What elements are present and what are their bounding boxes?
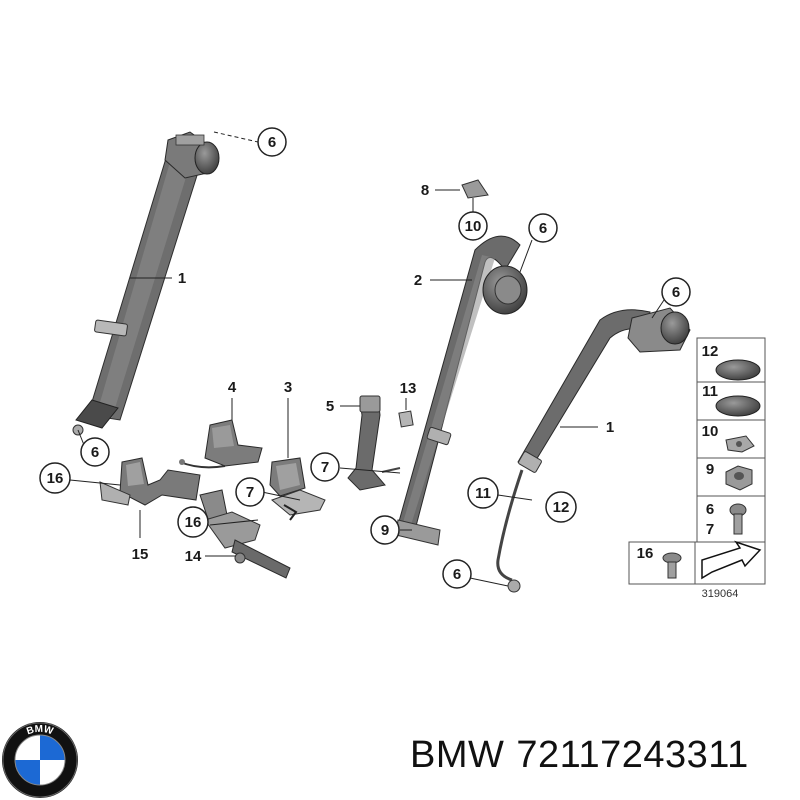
callout-3: 3 <box>284 379 292 396</box>
retractor-top-left <box>164 131 220 179</box>
callout-12: 12 <box>553 499 570 516</box>
belt-1-right <box>496 307 691 593</box>
callout-9: 9 <box>381 522 389 539</box>
bracket-8 <box>461 179 489 199</box>
callout-13: 13 <box>400 380 417 397</box>
logo-letters: BMW <box>25 724 55 738</box>
legend-label-11: 11 <box>702 383 718 400</box>
svg-text:BMW: BMW <box>25 724 55 738</box>
bolt-13 <box>398 410 414 428</box>
callout-5: 5 <box>326 398 334 415</box>
callout-2: 2 <box>414 272 422 289</box>
fastener-legend: 12 11 10 9 6 7 16 <box>628 337 766 585</box>
leader-lines <box>69 131 665 587</box>
belt-1-left <box>72 144 206 436</box>
callout-10: 10 <box>465 218 482 235</box>
legend-label-9: 9 <box>706 461 714 478</box>
legend-label-16: 16 <box>637 545 654 562</box>
legend-label-12: 12 <box>702 343 719 360</box>
legend-label-6: 6 <box>706 501 714 518</box>
callout-6: 6 <box>91 444 99 461</box>
arrow-icon <box>701 540 762 580</box>
buckle-4 <box>179 419 263 469</box>
strap-5 <box>347 395 401 491</box>
callout-6: 6 <box>268 134 276 151</box>
belt-2-center <box>395 235 528 546</box>
callout-6: 6 <box>672 284 680 301</box>
buckle-3 <box>269 457 326 521</box>
callouts: 6 1 6 8 10 6 2 6 1 4 3 5 13 7 7 16 16 15… <box>39 127 691 589</box>
diagram-reference-code: 319064 <box>702 588 739 600</box>
legend-label-10: 10 <box>702 423 719 440</box>
callout-4: 4 <box>228 379 237 396</box>
callout-7: 7 <box>321 459 329 476</box>
callout-15: 15 <box>132 546 149 563</box>
buckle-15 <box>99 457 201 506</box>
callout-6: 6 <box>453 566 461 583</box>
legend-label-7: 7 <box>706 521 714 538</box>
callout-16: 16 <box>47 470 64 487</box>
part-number: 72117243311 <box>516 734 749 776</box>
callout-1: 1 <box>606 419 614 436</box>
callout-8: 8 <box>421 182 429 199</box>
callout-11: 11 <box>475 485 491 502</box>
part-caption: BMW 72117243311 <box>410 734 790 777</box>
bmw-logo: BMW <box>2 722 78 798</box>
callout-1: 1 <box>178 270 186 287</box>
callout-6: 6 <box>539 220 547 237</box>
callout-16: 16 <box>185 514 202 531</box>
brand-name: BMW <box>410 734 505 776</box>
callout-7: 7 <box>246 484 254 501</box>
callout-14: 14 <box>185 548 202 565</box>
